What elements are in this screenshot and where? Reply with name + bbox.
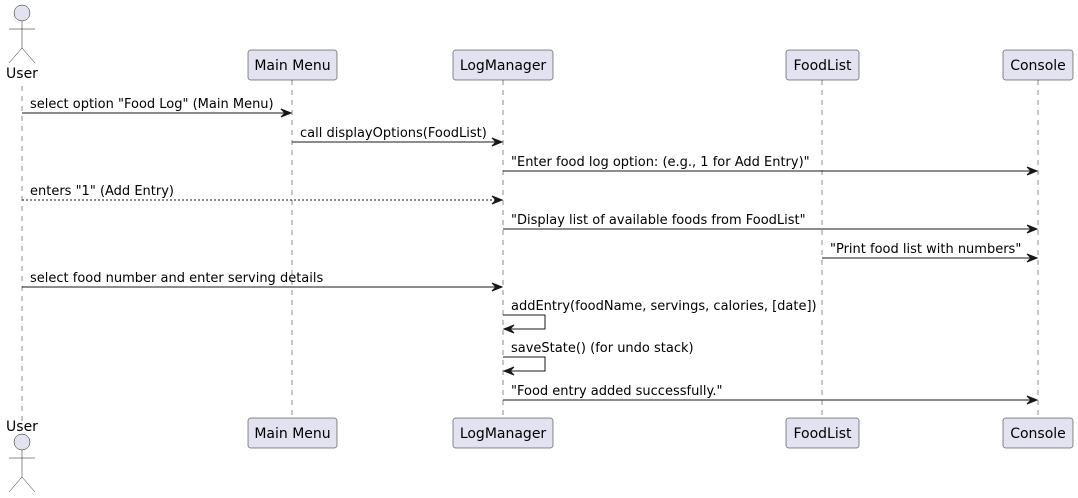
participant-label: FoodList	[793, 426, 852, 442]
message-label: "Display list of available foods from Fo…	[511, 213, 806, 228]
message-label: select food number and enter serving det…	[30, 271, 323, 286]
arrow-head-icon	[1026, 224, 1039, 234]
message-label: "Enter food log option: (e.g., 1 for Add…	[511, 155, 810, 170]
participant-label: User	[6, 419, 38, 435]
actor-body-icon	[8, 21, 36, 64]
arrow-head-icon	[502, 324, 515, 334]
message-4: enters "1" (Add Entry)	[22, 184, 504, 205]
participant-label: Main Menu	[254, 426, 330, 442]
message-line	[503, 314, 546, 330]
actor-user-top: User	[6, 4, 38, 82]
message-1: select option "Food Log" (Main Menu)	[22, 97, 293, 118]
participant-label: Main Menu	[254, 58, 330, 74]
arrow-head-icon	[491, 195, 504, 205]
arrow-head-icon	[491, 282, 504, 292]
arrow-head-icon	[502, 366, 515, 376]
arrow-head-icon	[491, 137, 504, 147]
participant-box	[1002, 417, 1074, 449]
message-2: call displayOptions(FoodList)	[292, 126, 504, 147]
participant-box	[785, 49, 860, 81]
participant-label: FoodList	[793, 58, 852, 74]
participant-label: User	[6, 66, 38, 82]
participant-box	[452, 417, 554, 449]
participant-box	[1002, 49, 1074, 81]
participant-label: LogManager	[460, 426, 547, 442]
message-6: "Print food list with numbers"	[822, 242, 1039, 263]
participant-label: LogManager	[460, 58, 547, 74]
participant-label: Console	[1010, 58, 1066, 74]
message-label: "Print food list with numbers"	[830, 242, 1021, 257]
participant-box	[785, 417, 860, 449]
message-label: select option "Food Log" (Main Menu)	[30, 97, 274, 112]
arrow-head-icon	[1026, 166, 1039, 176]
lifelines	[21, 80, 1039, 424]
message-8: addEntry(foodName, servings, calories, […	[502, 299, 817, 334]
message-label: saveState() (for undo stack)	[511, 341, 694, 356]
participant-feet: User Main Menu LogManager FoodList Console	[6, 417, 1074, 493]
actor-head-icon	[13, 4, 31, 22]
participant-box	[247, 417, 338, 449]
message-label: enters "1" (Add Entry)	[30, 184, 174, 199]
participant-mainmenu-top: Main Menu	[247, 49, 338, 81]
message-9: saveState() (for undo stack)	[502, 341, 694, 376]
participant-console-top: Console	[1002, 49, 1074, 81]
participant-console-bottom: Console	[1002, 417, 1074, 449]
message-10: "Food entry added successfully."	[503, 384, 1039, 405]
participant-logmanager-bottom: LogManager	[452, 417, 554, 449]
participant-mainmenu-bottom: Main Menu	[247, 417, 338, 449]
arrow-head-icon	[1026, 253, 1039, 263]
arrow-head-icon	[280, 108, 293, 118]
message-7: select food number and enter serving det…	[22, 271, 504, 292]
participant-box	[247, 49, 338, 81]
participant-heads: User Main Menu LogManager FoodList Console	[6, 4, 1074, 82]
message-5: "Display list of available foods from Fo…	[503, 213, 1039, 234]
participant-label: Console	[1010, 426, 1066, 442]
participant-foodlist-bottom: FoodList	[785, 417, 860, 449]
actor-body-icon	[8, 450, 36, 493]
participant-foodlist-top: FoodList	[785, 49, 860, 81]
message-3: "Enter food log option: (e.g., 1 for Add…	[503, 155, 1039, 176]
message-line	[503, 356, 546, 372]
messages: select option "Food Log" (Main Menu) call…	[22, 97, 1039, 405]
message-label: "Food entry added successfully."	[511, 384, 723, 399]
arrow-head-icon	[1026, 395, 1039, 405]
participant-logmanager-top: LogManager	[452, 49, 554, 81]
actor-head-icon	[13, 433, 31, 451]
actor-user-bottom: User	[6, 419, 38, 493]
participant-box	[452, 49, 554, 81]
message-label: addEntry(foodName, servings, calories, […	[511, 299, 817, 314]
message-label: call displayOptions(FoodList)	[300, 126, 487, 141]
